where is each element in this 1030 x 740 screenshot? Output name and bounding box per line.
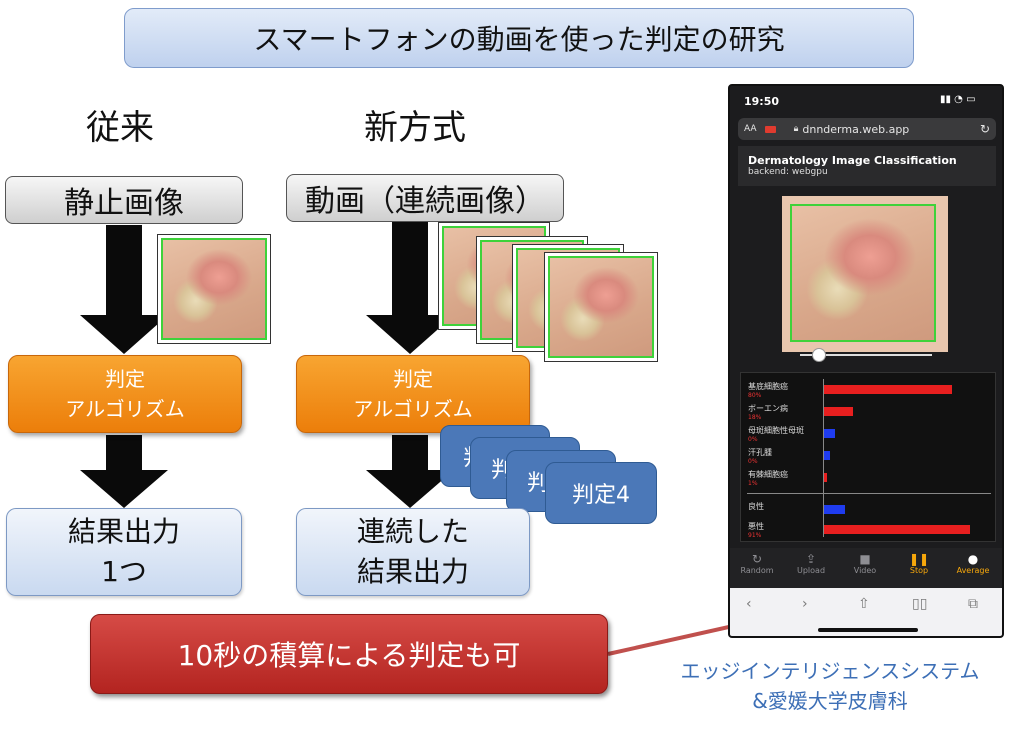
app-toolbar: ↻Random⇪Upload■Video❚❚Stop●Average bbox=[730, 548, 1002, 588]
phone-screenshot: 19:50 ▮▮ ◔ ▭ AA 🔒︎ dnnderma.web.app ↻ De… bbox=[728, 84, 1004, 638]
output-line-1: 連続した bbox=[356, 515, 469, 548]
page-title: スマートフォンの動画を使った判定の研究 bbox=[124, 8, 914, 68]
video-icon: ■ bbox=[859, 552, 871, 566]
down-arrow-right-1 bbox=[366, 222, 454, 354]
toolbar-stop-button[interactable]: ❚❚Stop bbox=[894, 552, 944, 575]
app-title: Dermatology Image Classification bbox=[748, 154, 957, 167]
result-percent: 91% bbox=[748, 532, 762, 539]
result-label: 良性 bbox=[748, 502, 764, 511]
results-axis bbox=[823, 379, 824, 537]
algorithm-line-2: アルゴリズム bbox=[353, 397, 473, 421]
algorithm-box-left: 判定 アルゴリズム bbox=[8, 355, 242, 433]
result-bar bbox=[824, 525, 970, 534]
output-line-2: 1つ bbox=[101, 555, 147, 588]
text-size-button[interactable]: AA bbox=[744, 124, 757, 134]
still-image-thumbnail bbox=[157, 234, 271, 344]
down-arrow-left-2 bbox=[80, 435, 168, 508]
url-text: dnnderma.web.app bbox=[802, 122, 910, 136]
refresh-icon: ↻ bbox=[751, 552, 763, 566]
app-header: Dermatology Image Classification backend… bbox=[748, 154, 957, 177]
credit: エッジインテリジェンスシステム &愛媛大学皮膚科 bbox=[640, 656, 1020, 716]
integration-banner: 10秒の積算による判定も可 bbox=[90, 614, 608, 694]
address-bar[interactable]: AA 🔒︎ dnnderma.web.app ↻ bbox=[738, 118, 996, 140]
scrubber-handle[interactable] bbox=[812, 348, 826, 362]
toolbar-label: Stop bbox=[909, 566, 929, 575]
output-line-2: 結果出力 bbox=[356, 555, 469, 588]
judge-box-4: 判定4 bbox=[545, 462, 657, 524]
result-bar bbox=[824, 505, 845, 514]
results-divider bbox=[747, 493, 991, 494]
result-label: 母斑細胞性母斑 bbox=[748, 426, 804, 435]
lock-icon: 🔒︎ bbox=[793, 124, 799, 134]
result-bar bbox=[824, 385, 952, 394]
signal-wifi-battery-icon: ▮▮ ◔ ▭ bbox=[940, 94, 976, 105]
credit-line-1: エッジインテリジェンスシステム bbox=[680, 659, 980, 683]
toolbar-label: Random bbox=[740, 566, 774, 575]
result-row: 良性 bbox=[741, 501, 995, 523]
reload-icon[interactable]: ↻ bbox=[979, 122, 990, 136]
status-bar: 19:50 ▮▮ ◔ ▭ bbox=[730, 86, 1002, 116]
pause-icon: ❚❚ bbox=[908, 552, 930, 566]
output-box-left: 結果出力 1つ bbox=[6, 508, 242, 596]
heading-conventional: 従来 bbox=[86, 108, 154, 148]
upload-icon: ⇪ bbox=[805, 552, 817, 566]
result-percent: 80% bbox=[748, 392, 762, 399]
share-icon[interactable]: ⇧ bbox=[858, 596, 870, 612]
result-bar bbox=[824, 407, 853, 416]
result-bar bbox=[824, 451, 830, 460]
result-percent: 0% bbox=[748, 458, 758, 465]
back-icon[interactable]: ‹ bbox=[746, 596, 752, 612]
input-video: 動画（連続画像） bbox=[286, 174, 564, 222]
video-scrubber[interactable] bbox=[800, 354, 932, 356]
result-bar bbox=[824, 473, 827, 482]
status-time: 19:50 bbox=[744, 95, 780, 108]
video-frame-4 bbox=[544, 252, 658, 362]
forward-icon[interactable]: › bbox=[802, 596, 808, 612]
app-header-bg bbox=[738, 146, 996, 186]
home-indicator bbox=[818, 628, 918, 632]
down-arrow-right-2 bbox=[366, 435, 454, 508]
result-label: 悪性 bbox=[748, 522, 764, 531]
browser-nav-bar: ‹ › ⇧ ▯▯ ⧉ bbox=[730, 588, 1002, 636]
toolbar-random-button[interactable]: ↻Random bbox=[732, 552, 782, 575]
toolbar-label: Upload bbox=[796, 566, 826, 575]
credit-line-2: &愛媛大学皮膚科 bbox=[752, 689, 908, 713]
algorithm-line-2: アルゴリズム bbox=[65, 397, 185, 421]
backend-label: backend: webgpu bbox=[748, 167, 828, 177]
result-label: 基底細胞癌 bbox=[748, 382, 788, 391]
heading-new-method: 新方式 bbox=[364, 108, 466, 148]
camera-recording-icon bbox=[764, 125, 776, 133]
lesion-preview bbox=[782, 196, 948, 352]
result-label: ボーエン病 bbox=[748, 404, 788, 413]
down-arrow-left-1 bbox=[80, 225, 168, 354]
algorithm-line-1: 判定 bbox=[393, 367, 433, 391]
result-label: 有棘細胞癌 bbox=[748, 470, 788, 479]
toolbar-upload-button[interactable]: ⇪Upload bbox=[786, 552, 836, 575]
output-line-1: 結果出力 bbox=[67, 515, 180, 548]
toolbar-video-button[interactable]: ■Video bbox=[840, 552, 890, 575]
toolbar-label: Video bbox=[853, 566, 877, 575]
tabs-icon[interactable]: ⧉ bbox=[968, 596, 978, 612]
result-label: 汗孔腫 bbox=[748, 448, 772, 457]
output-box-right: 連続した 結果出力 bbox=[296, 508, 530, 596]
result-bar bbox=[824, 429, 835, 438]
toolbar-average-button[interactable]: ●Average bbox=[948, 552, 998, 575]
average-icon: ● bbox=[967, 552, 979, 566]
result-percent: 1% bbox=[748, 480, 758, 487]
result-percent: 0% bbox=[748, 436, 758, 443]
bookmarks-icon[interactable]: ▯▯ bbox=[912, 596, 928, 612]
input-still-image: 静止画像 bbox=[5, 176, 243, 224]
algorithm-box-right: 判定 アルゴリズム bbox=[296, 355, 530, 433]
result-percent: 18% bbox=[748, 414, 762, 421]
algorithm-line-1: 判定 bbox=[105, 367, 145, 391]
toolbar-label: Average bbox=[956, 566, 990, 575]
